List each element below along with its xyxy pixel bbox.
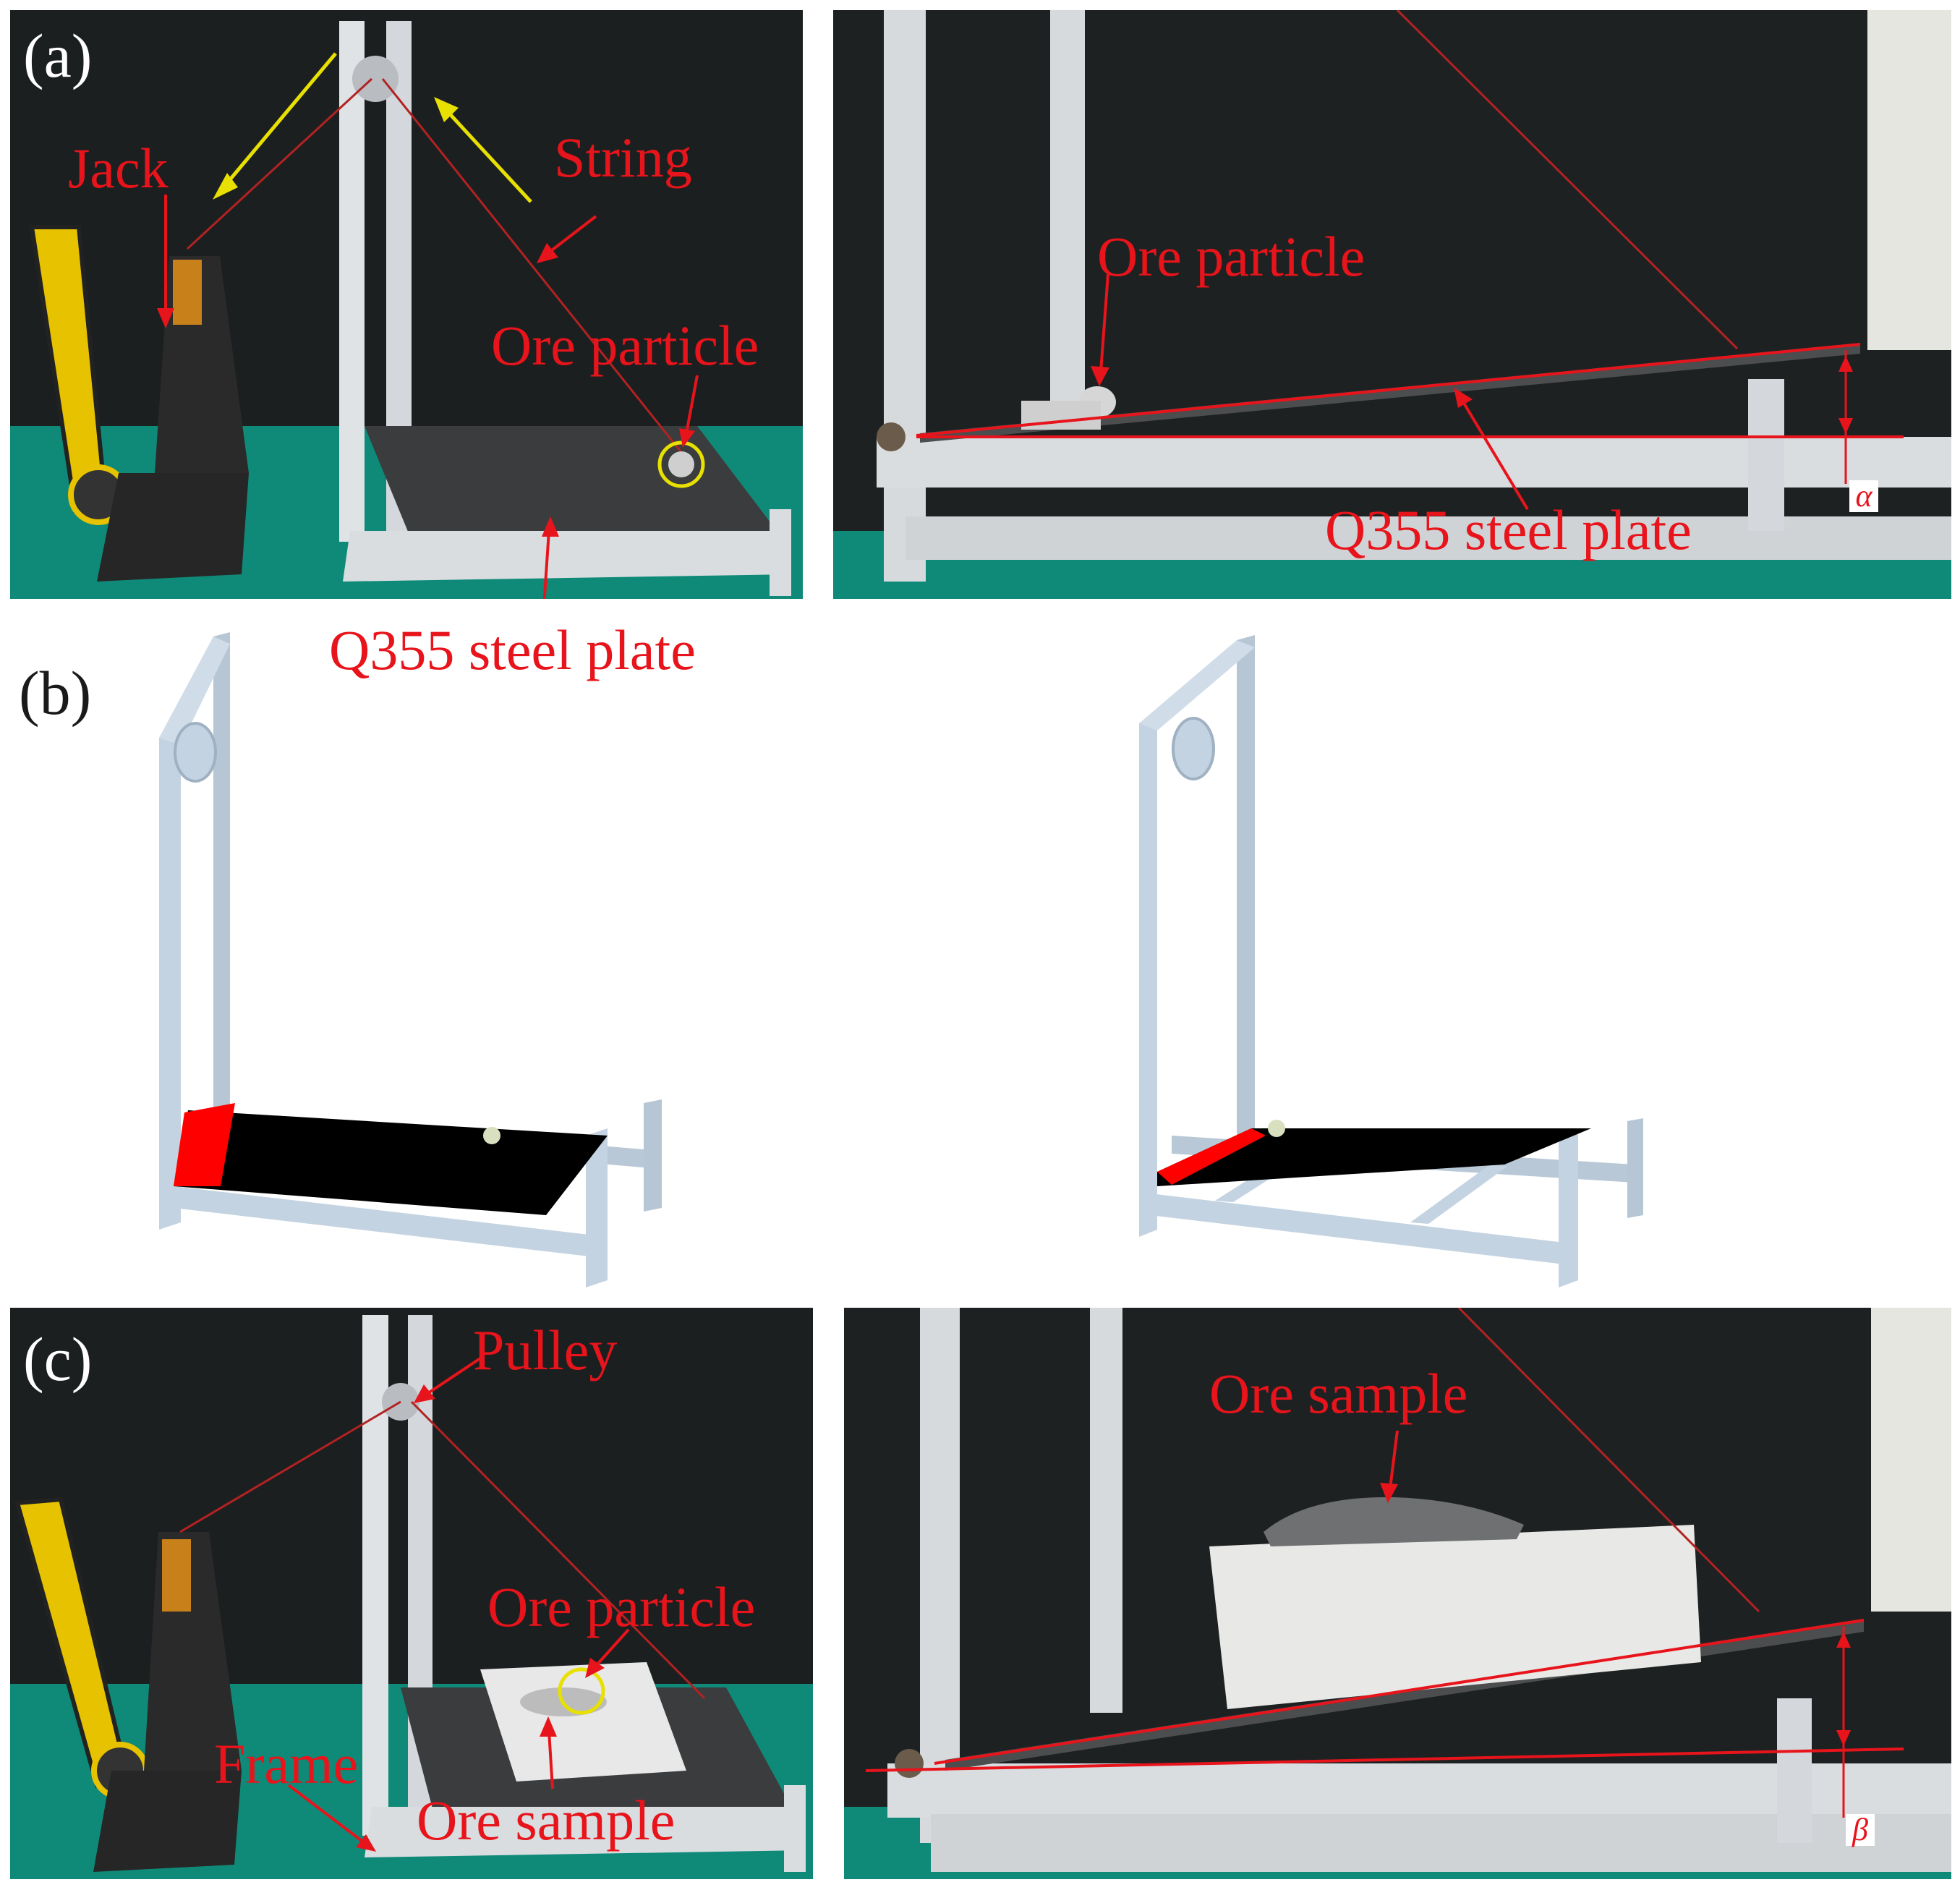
annotation-frame: Frame: [214, 1732, 359, 1795]
annotation-ore-particle-a-left: Ore particle: [491, 314, 759, 377]
model-b-right: [1128, 629, 1678, 1295]
panel-label-b: (b): [19, 658, 92, 728]
annotation-pulley: Pulley: [473, 1319, 618, 1382]
annotation-ore-sample-c-right: Ore sample: [1209, 1362, 1468, 1425]
photo-c-left-scene: [10, 1308, 813, 1879]
photo-a-left: (a) Jack String Ore particle: [10, 10, 803, 599]
photo-c-left: (c) Pulley Ore particle Frame Ore sample: [10, 1308, 813, 1879]
photo-a-right-scene: [833, 10, 1951, 599]
model-b-right-drawing: [1139, 635, 1643, 1287]
angle-symbol-beta: β: [1846, 1814, 1875, 1846]
model-b-left: [145, 629, 709, 1295]
annotation-jack: Jack: [68, 137, 169, 200]
photo-c-right: Ore sample β: [844, 1308, 1951, 1879]
photo-a-left-scene: [10, 10, 803, 599]
panel-label-a: (a): [23, 21, 93, 90]
annotation-ore-sample-c-left: Ore sample: [417, 1789, 676, 1852]
annotation-ore-particle-a-right: Ore particle: [1097, 225, 1365, 288]
annotation-string: String: [554, 126, 692, 189]
annotation-ore-particle-c-left: Ore particle: [487, 1575, 756, 1638]
panel-label-c: (c): [23, 1324, 93, 1394]
model-b-left-drawing: [159, 632, 662, 1287]
annotation-steel-plate-a-left: Q355 steel plate: [329, 618, 696, 681]
photo-a-right: Ore particle Q355 steel plate α: [833, 10, 1951, 599]
annotation-steel-plate-a-right: Q355 steel plate: [1325, 498, 1692, 561]
angle-symbol-alpha: α: [1849, 480, 1878, 512]
photo-c-right-scene: [844, 1308, 1951, 1879]
